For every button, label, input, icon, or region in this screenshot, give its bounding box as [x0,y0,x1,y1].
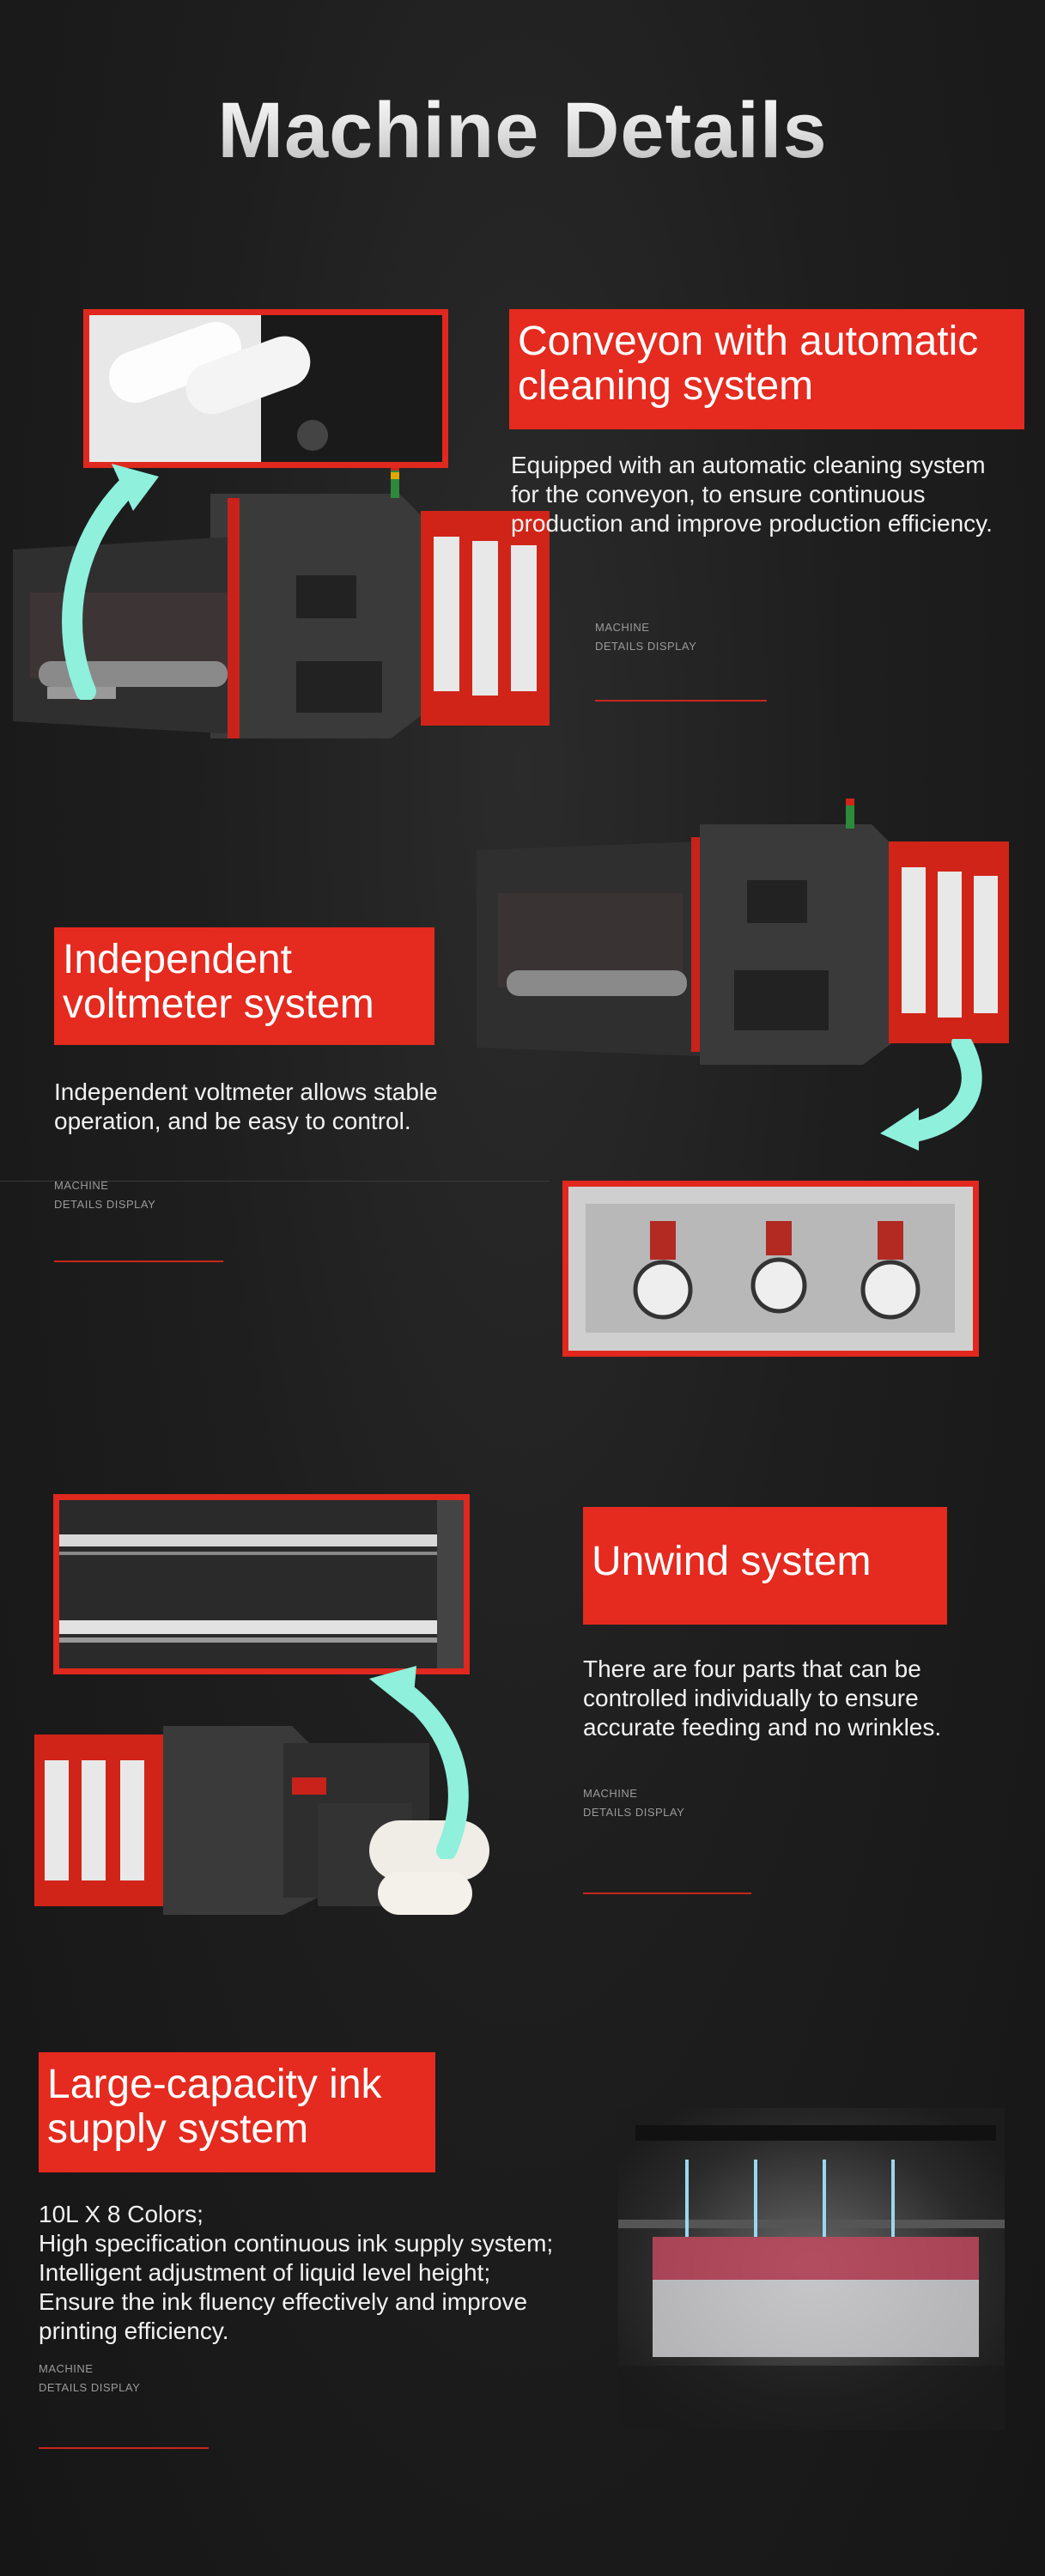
section-title: Independent voltmeter system [54,927,434,1045]
printer-machine-image [34,1726,489,1915]
curved-arrow-icon [62,464,159,700]
ink-supply-image [618,2108,1005,2430]
unwind-closeup-image [53,1494,470,1674]
page-title: Machine Details [0,86,1045,176]
divider [0,1181,550,1182]
accent-line [595,700,767,702]
details-tag: MACHINE DETAILS DISPLAY [595,621,697,653]
details-tag: MACHINE DETAILS DISPLAY [583,1787,685,1819]
conveyor-closeup-image [83,309,448,468]
section-title: Conveyon with automatic cleaning system [509,309,1024,429]
section-conveyor: Conveyon with automatic cleaning system … [0,309,1045,824]
section-voltmeter: Independent voltmeter system Independent… [0,790,1045,1374]
section-description: Equipped with an automatic cleaning syst… [511,452,993,537]
section-description: There are four parts that can be control… [583,1656,942,1741]
section-unwind: Unwind system There are four parts that … [0,1494,1045,1941]
curved-arrow-icon [369,1666,469,1859]
section-description: 10L X 8 Colors; High specification conti… [39,2201,554,2344]
section-title: Large-capacity ink supply system [39,2052,435,2172]
accent-line [583,1893,751,1894]
section-description: Independent voltmeter allows stable oper… [54,1078,438,1134]
accent-line [54,1261,223,1262]
details-tag: MACHINE DETAILS DISPLAY [54,1179,156,1211]
voltmeter-closeup-image [562,1181,979,1357]
section-title: Unwind system [583,1507,947,1625]
curved-arrow-icon [880,1039,982,1151]
section-ink-supply: Large-capacity ink supply system 10L X 8… [0,2052,1045,2482]
accent-line [39,2447,209,2449]
details-tag: MACHINE DETAILS DISPLAY [39,2362,141,2394]
printer-machine-image [477,799,1009,1065]
